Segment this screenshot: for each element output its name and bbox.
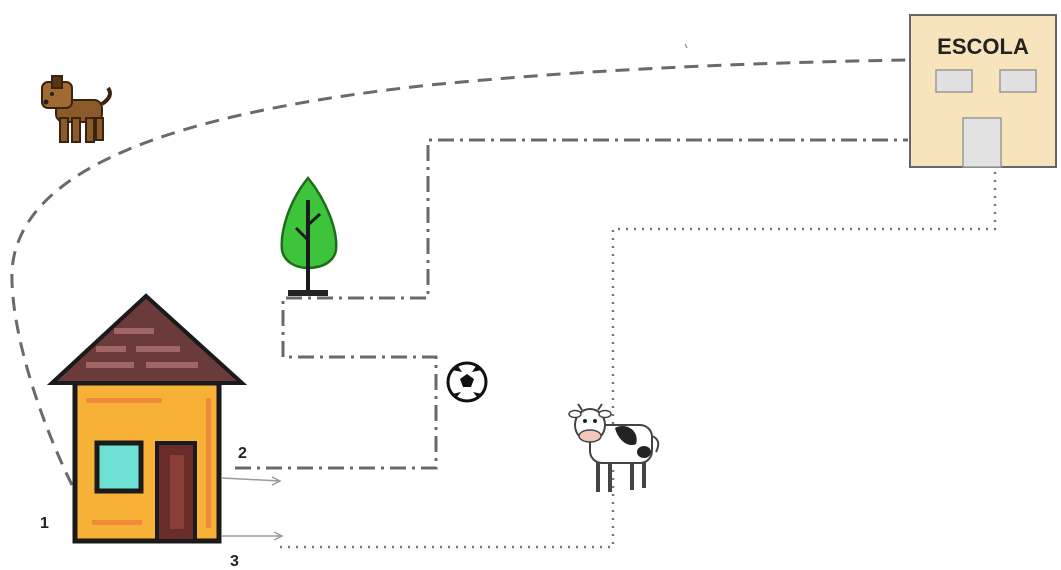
school-icon [909, 14, 1057, 168]
path-3-line [280, 170, 997, 549]
cow-icon [568, 403, 660, 492]
path-1-number: 1 [40, 515, 49, 532]
path-2-number: 2 [238, 445, 247, 462]
soccer-ball-icon [446, 361, 488, 403]
path-3-arrow [222, 531, 284, 541]
house-icon [46, 293, 248, 544]
school-label: ESCOLA [937, 34, 1029, 59]
path-2-arrow [221, 476, 282, 486]
dog-icon [41, 75, 112, 143]
path-1-line [10, 58, 909, 486]
path-3-number: 3 [230, 553, 239, 570]
path-2-line [235, 138, 908, 470]
tree-icon [280, 176, 338, 296]
path-mark [684, 43, 688, 49]
